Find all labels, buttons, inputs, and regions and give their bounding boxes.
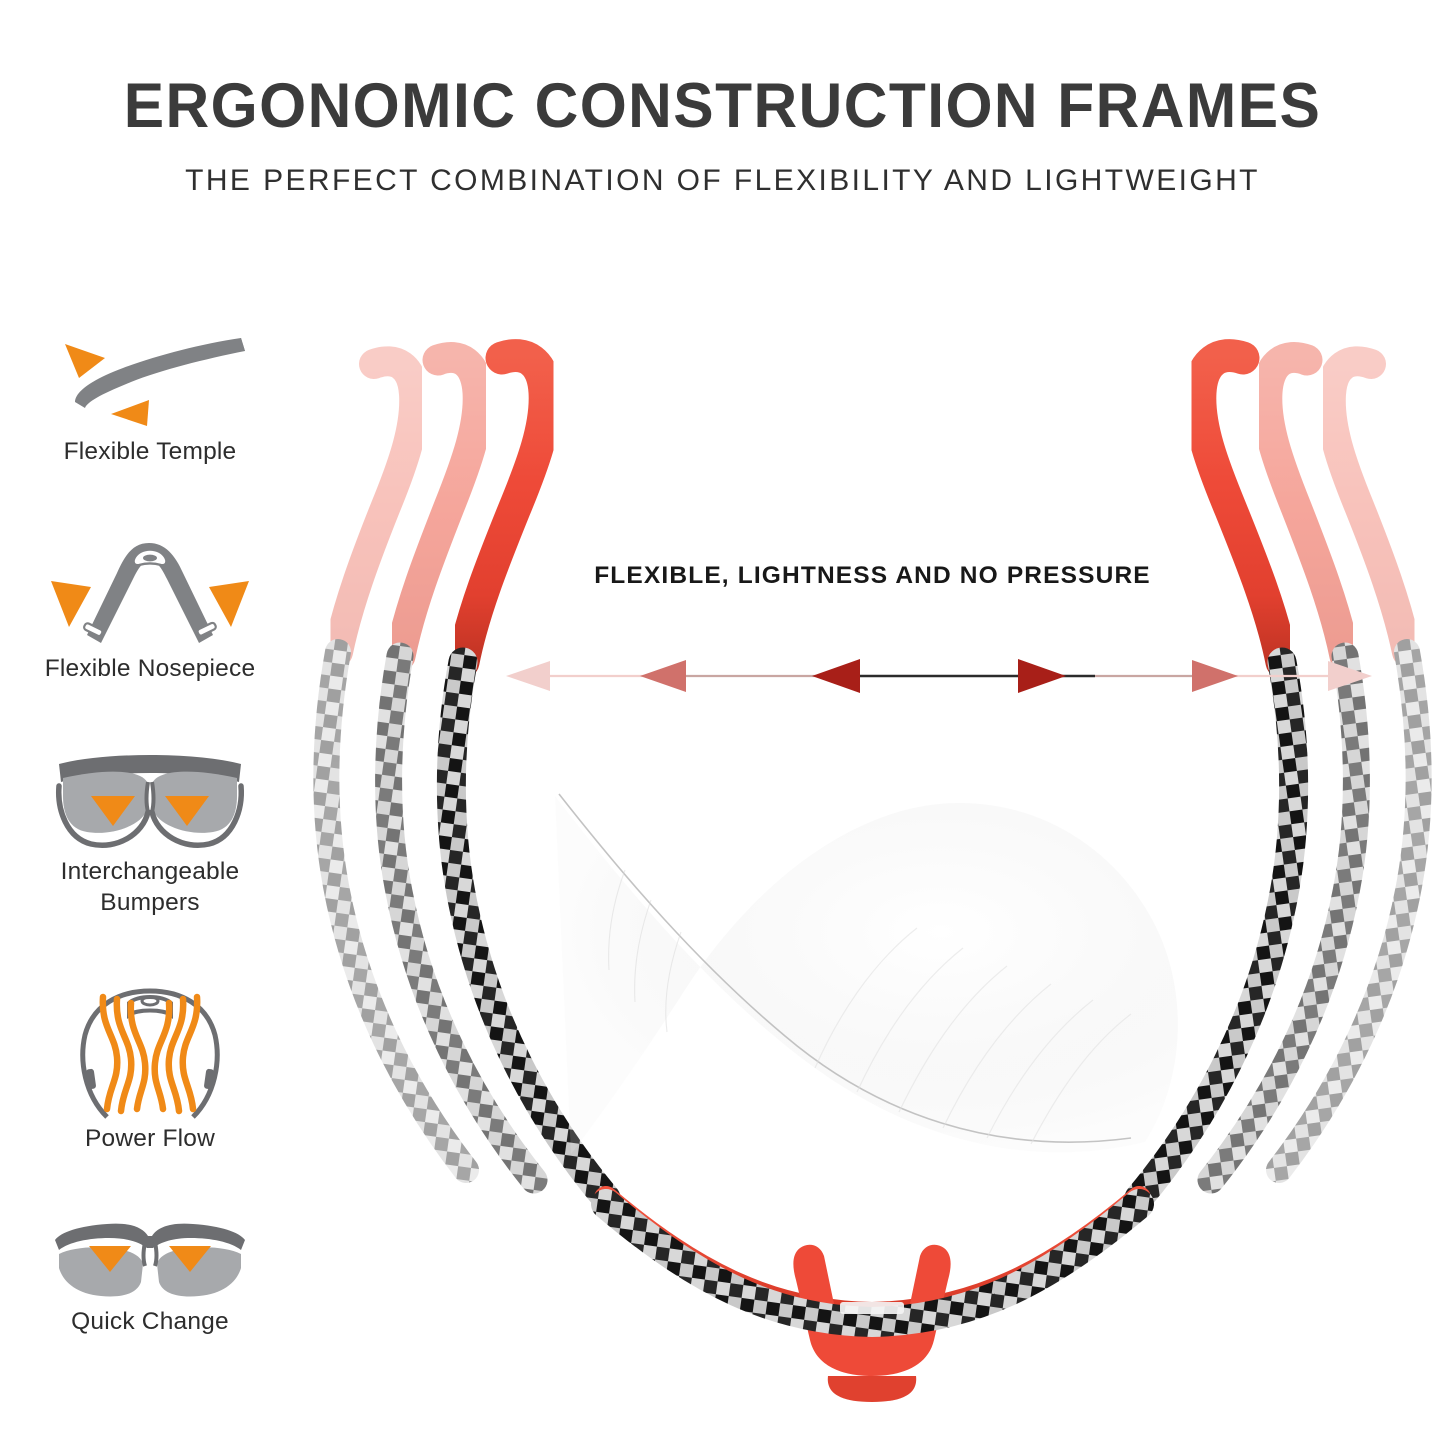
red-nosepiece: [793, 1244, 951, 1402]
nosepiece-icon: [0, 533, 300, 653]
left-temple-arms: [313, 339, 621, 1213]
arrow-head-dark-left: [812, 659, 860, 693]
product-stage: FLEXIBLE, LIGHTNESS AND NO PRESSURE: [300, 330, 1445, 1402]
feature-power-flow: Power Flow: [0, 983, 300, 1218]
arrow-head-dark-right: [1018, 659, 1066, 693]
feature-quick-change: Quick Change: [0, 1218, 300, 1418]
feature-flexible-nosepiece: Flexible Nosepiece: [0, 533, 300, 748]
feature-rail: Flexible Temple Flexible Nosepiece: [0, 318, 300, 1418]
feature-label-line2: Bumpers: [100, 889, 200, 917]
right-temple-arms: [1124, 339, 1432, 1213]
feature-label: Interchangeable Bumpers: [0, 856, 300, 919]
arrow-head-faint-left: [506, 661, 550, 691]
double-headed-flex-arrow: [506, 659, 1372, 693]
feature-label: Flexible Nosepiece: [44, 655, 256, 682]
bent-temple-arm-icon: [0, 318, 300, 436]
feature-label: Power Flow: [85, 1125, 215, 1152]
head-power-flow-icon: [0, 983, 300, 1123]
feature-flexible-temple: Flexible Temple: [0, 318, 300, 533]
page-subtitle: THE PERFECT COMBINATION OF FLEXIBILITY A…: [185, 164, 1260, 198]
feature-label: Flexible Temple: [63, 438, 237, 465]
feature-interchangeable-bumpers: Interchangeable Bumpers: [0, 748, 300, 983]
sunglasses-frame-illustration: [313, 339, 1432, 1402]
header: ERGONOMIC CONSTRUCTION FRAMES THE PERFEC…: [0, 0, 1445, 198]
frame-carbon-band: [591, 1189, 1154, 1338]
arrow-head-mid-right: [1192, 660, 1238, 692]
arrow-head-faint-right: [1328, 661, 1372, 691]
feature-label: Quick Change: [71, 1308, 229, 1335]
lens-swap-icon: [0, 1218, 300, 1306]
arrow-head-mid-left: [640, 660, 686, 692]
page-title: ERGONOMIC CONSTRUCTION FRAMES: [123, 71, 1322, 141]
flex-banner-text: FLEXIBLE, LIGHTNESS AND NO PRESSURE: [594, 562, 1151, 589]
feature-label-line1: Interchangeable: [60, 858, 240, 885]
sunglasses-front-icon: [0, 748, 300, 856]
